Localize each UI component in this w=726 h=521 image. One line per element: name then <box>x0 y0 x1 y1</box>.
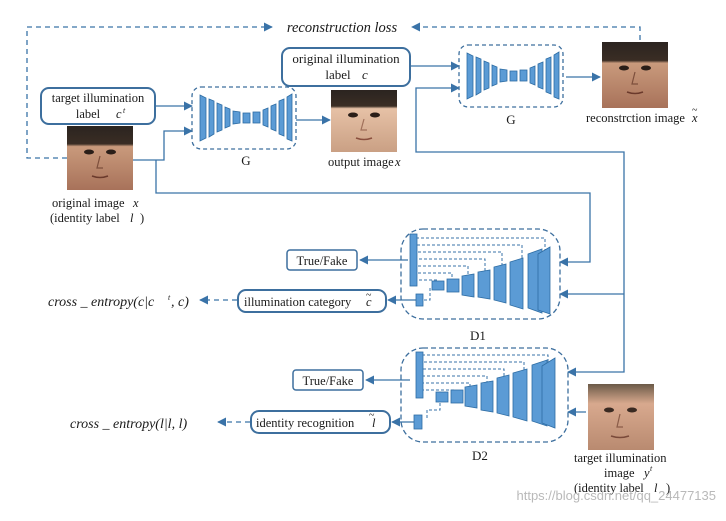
d1-category-label: illumination category <box>244 295 352 309</box>
original-label-box: original illumination label c <box>281 47 411 87</box>
target-label-var: c <box>116 107 122 121</box>
d1-category-box: illumination category c ~ <box>237 289 387 313</box>
target-image-caption-line2: image <box>604 466 635 480</box>
original-image <box>67 126 133 190</box>
original-image-identity: (identity label <box>50 211 120 225</box>
original-label-var: c <box>362 67 368 82</box>
discriminator-d2: D2 <box>400 347 569 463</box>
generator-g1: G <box>191 86 297 168</box>
d2-truefake-box: True/Fake <box>292 369 364 391</box>
d1-truefake-box: True/Fake <box>286 249 358 271</box>
reconstruction-image-var: x <box>691 111 698 125</box>
target-image-prime: t <box>650 464 653 473</box>
d1-loss-tail: , c) <box>171 295 189 310</box>
original-image-identity-close: ) <box>140 211 144 225</box>
target-label-line1: target illumination <box>52 91 145 105</box>
original-image-caption: original image <box>52 196 125 210</box>
target-image-identity: (identity label <box>574 481 644 495</box>
reconstruction-image <box>602 42 668 108</box>
d2-category-var: l <box>372 416 376 430</box>
output-image <box>331 90 397 152</box>
d2-category-box: identity recognition l ~ <box>250 410 391 434</box>
reconstruction-loss-label: reconstruction loss <box>287 20 398 36</box>
d1-loss-text: cross _ entropy(c|c <box>48 295 155 310</box>
original-image-arrow <box>132 126 193 161</box>
reconstruction-loss-left-arrow <box>26 22 273 159</box>
watermark-text: https://blog.csdn.net/qq_24477135 <box>517 488 717 503</box>
target-image-caption: target illumination <box>574 451 667 465</box>
d2-category-label: identity recognition <box>256 416 355 430</box>
d2-category-tilde: ~ <box>369 410 375 421</box>
d2-truefake-label: True/Fake <box>303 374 354 388</box>
target-image-identity-close: ) <box>666 481 670 495</box>
target-label-line2: label <box>76 107 101 121</box>
original-image-var: x <box>132 196 139 210</box>
target-image <box>588 384 654 450</box>
d1-category-tilde: ~ <box>366 290 372 301</box>
output-to-g2-arrow <box>415 83 460 120</box>
original-label-line1: original illumination <box>292 51 400 66</box>
connector-lines <box>26 22 641 427</box>
target-label-box: target illumination label c t <box>40 87 156 125</box>
output-image-caption: output image <box>328 155 394 169</box>
g2-label: G <box>506 112 515 127</box>
output-image-var: x <box>394 155 401 169</box>
d1-label: D1 <box>470 328 486 343</box>
generator-g2: G <box>458 44 564 127</box>
d1-loss-prime: t <box>168 293 171 302</box>
d2-label: D2 <box>472 448 488 463</box>
target-image-identity-var: l <box>654 481 658 495</box>
d2-loss-text: cross _ entropy(l|l, l) <box>70 417 187 432</box>
d1-category-var: c <box>366 295 372 309</box>
d1-truefake-label: True/Fake <box>297 254 348 268</box>
tilde-mark: ~ <box>692 105 698 116</box>
discriminator-d1: D1 <box>400 228 561 343</box>
output-to-d2-arrow <box>415 120 625 377</box>
original-image-identity-var: l <box>130 211 134 225</box>
target-label-prime: t <box>123 106 126 115</box>
reconstruction-image-caption: reconstrction image <box>586 111 685 125</box>
g1-label: G <box>241 153 250 168</box>
reconstruction-loss-right-arrow <box>411 22 641 40</box>
original-to-d1-arrow <box>155 160 591 267</box>
original-label-line2: label <box>325 67 351 82</box>
target-image-var: y <box>642 466 650 480</box>
